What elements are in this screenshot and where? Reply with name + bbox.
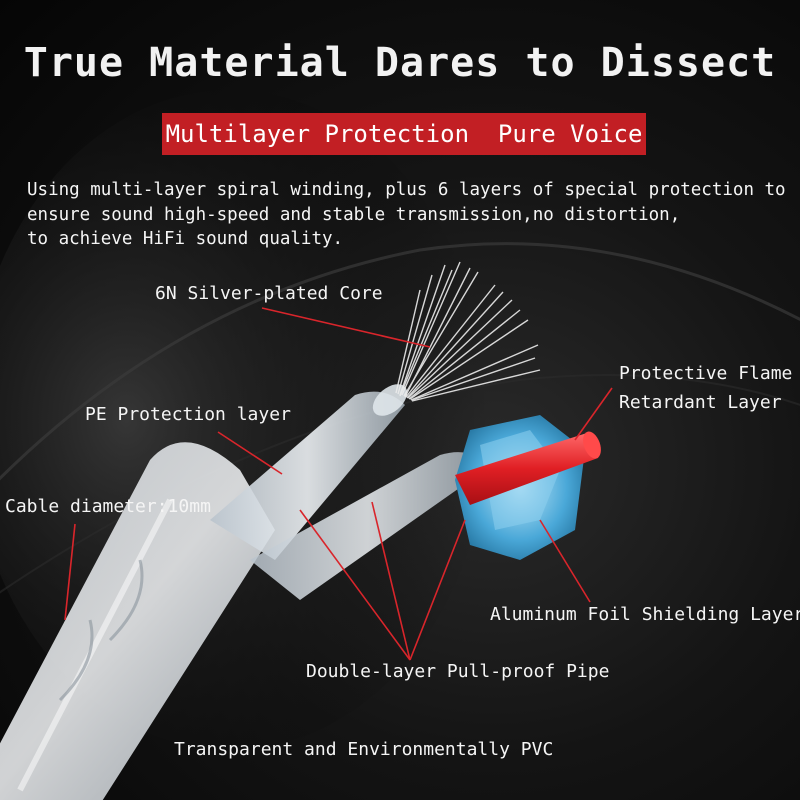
description-line: Using multi-layer spiral winding, plus 6… xyxy=(27,180,786,200)
description: Using multi-layer spiral winding, plus 6… xyxy=(27,178,797,252)
label-pe-protection: PE Protection layer xyxy=(85,404,291,425)
label-pull-proof-pipe: Double-layer Pull-proof Pipe xyxy=(306,661,610,682)
label-flame-line-2: Retardant Layer xyxy=(619,392,782,413)
jacket-highlight xyxy=(17,498,173,792)
label-transparent-pvc: Transparent and Environmentally PVC xyxy=(174,739,554,760)
spiral-winding xyxy=(58,559,144,702)
red-wire-end xyxy=(583,431,601,459)
description-line: ensure sound high-speed and stable trans… xyxy=(27,204,681,225)
subtitle-banner: Multilayer Protection Pure Voice xyxy=(162,113,646,155)
description-line: to achieve HiFi sound quality. xyxy=(27,229,344,249)
label-silver-core: 6N Silver-plated Core xyxy=(155,283,383,304)
page-title: True Material Dares to Dissect xyxy=(23,40,777,86)
upper-pipe xyxy=(210,391,405,560)
lower-pipe xyxy=(250,452,485,600)
background-swoosh xyxy=(0,374,800,594)
outer-jacket xyxy=(0,442,275,800)
red-conductor-wire xyxy=(455,432,601,505)
leader-lines xyxy=(64,307,613,661)
label-cable-diameter: Cable diameter:10mm xyxy=(5,496,211,517)
label-foil-shielding: Aluminum Foil Shielding Layer xyxy=(490,604,800,625)
background-swoosh xyxy=(0,242,800,481)
silver-core-strands xyxy=(395,261,541,402)
label-flame-line-1: Protective Flame xyxy=(619,363,793,384)
